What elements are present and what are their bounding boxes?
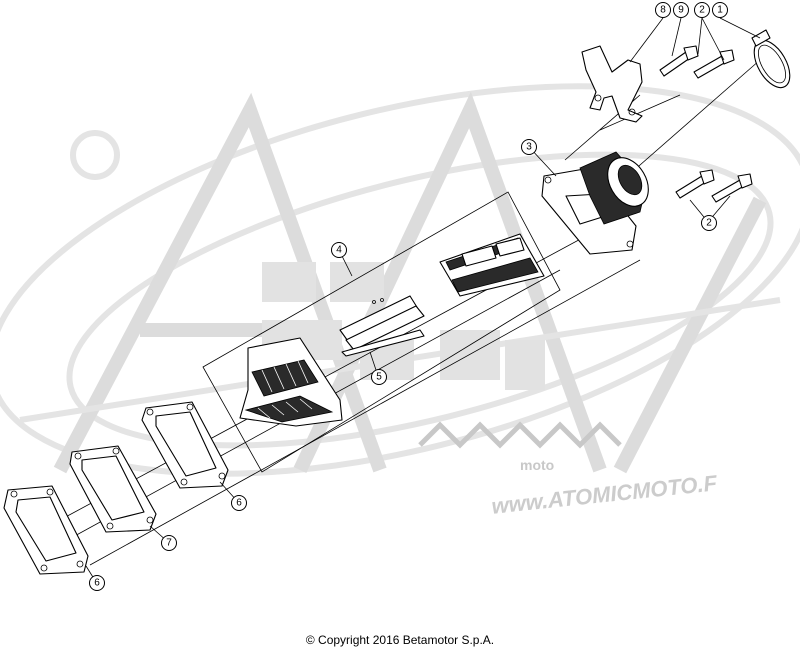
callout-8: 8	[655, 2, 671, 18]
callout-3: 3	[521, 139, 537, 155]
svg-text:9: 9	[678, 5, 684, 16]
watermark-brand: moto	[520, 457, 554, 473]
reed-stopper[interactable]	[439, 233, 545, 297]
callout-2-upper: 2	[694, 2, 710, 18]
svg-text:6: 6	[94, 578, 100, 589]
spacer-plate[interactable]	[69, 445, 157, 533]
svg-text:1: 1	[717, 5, 723, 16]
bolts-lower[interactable]	[675, 169, 753, 203]
callout-1: 1	[712, 2, 728, 18]
svg-text:5: 5	[376, 372, 382, 383]
svg-text:2: 2	[706, 218, 712, 229]
callout-9: 9	[673, 2, 689, 18]
hose-clamp[interactable]	[747, 29, 797, 94]
svg-text:3: 3	[526, 142, 532, 153]
reed-valve-group-frame	[202, 191, 561, 473]
bolts-upper[interactable]	[659, 45, 735, 79]
intake-manifold[interactable]	[541, 150, 657, 255]
gasket-rear[interactable]	[141, 401, 229, 489]
watermark-url: www.ATOMICMOTO.F	[490, 470, 718, 519]
callout-6-rear: 6	[231, 495, 247, 511]
reed-petals[interactable]	[339, 295, 425, 357]
mounting-bracket[interactable]	[581, 45, 643, 123]
svg-text:8: 8	[660, 5, 666, 16]
callout-5: 5	[371, 369, 387, 385]
callout-2-lower: 2	[701, 215, 717, 231]
gasket-front[interactable]	[3, 485, 89, 575]
reed-cage[interactable]	[239, 337, 343, 427]
svg-text:2: 2	[699, 5, 705, 16]
callout-4: 4	[331, 242, 347, 258]
copyright-footer: © Copyright 2016 Betamotor S.p.A.	[305, 633, 495, 647]
callout-7: 7	[161, 535, 177, 551]
callouts: 8 9 2 1 3 2 4 5 6 7 6	[89, 2, 728, 591]
svg-text:7: 7	[166, 538, 172, 549]
svg-text:4: 4	[336, 245, 342, 256]
svg-text:6: 6	[236, 498, 242, 509]
callout-6-front: 6	[89, 575, 105, 591]
